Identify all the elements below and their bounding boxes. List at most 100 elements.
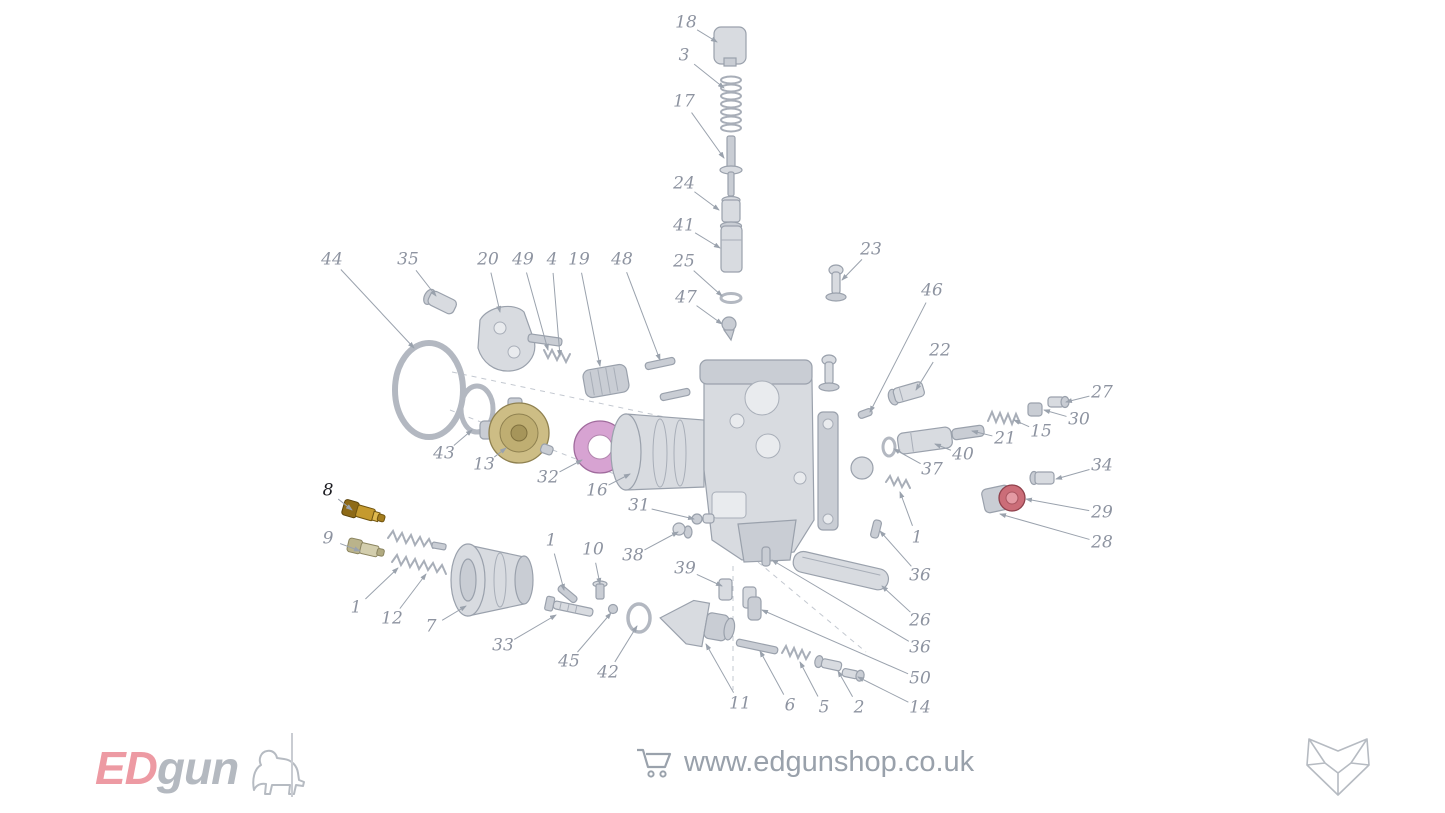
part-ball <box>850 456 874 480</box>
part-lever-26 <box>792 550 890 591</box>
part-washer-37 <box>881 436 897 458</box>
callout-1[interactable]: 1 <box>546 531 557 551</box>
callout-11[interactable]: 11 <box>729 694 751 714</box>
part-cylinder-50 <box>747 596 762 621</box>
part-oring-43 <box>458 383 496 435</box>
callout-29[interactable]: 29 <box>1090 503 1113 523</box>
callout-leader-17 <box>691 112 725 159</box>
callout-leader-40 <box>934 443 952 451</box>
logo-text-ed: ED <box>95 742 158 794</box>
callout-12[interactable]: 12 <box>381 609 403 629</box>
callout-23[interactable]: 23 <box>859 240 882 260</box>
part-spring-12 <box>387 528 434 549</box>
callout-22[interactable]: 22 <box>928 341 951 361</box>
callout-leader-38 <box>644 531 679 551</box>
callout-40[interactable]: 40 <box>951 445 974 465</box>
callout-44[interactable]: 44 <box>320 250 343 270</box>
callout-50[interactable]: 50 <box>909 669 931 689</box>
part-spring-3 <box>720 75 742 133</box>
callout-38[interactable]: 38 <box>622 546 644 566</box>
callout-leader-15 <box>1013 419 1030 428</box>
cart-icon <box>637 748 672 778</box>
callout-33[interactable]: 33 <box>492 636 514 656</box>
part-valve-body-41 <box>719 221 743 273</box>
callout-25[interactable]: 25 <box>672 252 695 272</box>
callout-leader-12 <box>399 573 427 609</box>
callout-31[interactable]: 31 <box>628 496 650 516</box>
callout-47[interactable]: 47 <box>674 288 697 308</box>
callout-9[interactable]: 9 <box>323 529 334 549</box>
callout-leader-6 <box>759 650 785 695</box>
part-cylinder-39a <box>718 578 733 601</box>
callout-37[interactable]: 37 <box>921 460 943 480</box>
callout-13[interactable]: 13 <box>473 455 495 475</box>
callout-2[interactable]: 2 <box>853 698 865 718</box>
callout-46[interactable]: 46 <box>920 281 943 301</box>
callout-16[interactable]: 16 <box>586 481 608 501</box>
part-poppet-47 <box>721 316 737 342</box>
callout-34[interactable]: 34 <box>1091 456 1113 476</box>
callout-6[interactable]: 6 <box>785 696 796 716</box>
callout-48[interactable]: 48 <box>610 250 633 270</box>
callout-15[interactable]: 15 <box>1030 422 1052 442</box>
part-screw-2 <box>814 655 843 672</box>
part-screw-33 <box>544 595 594 617</box>
callout-leader-30 <box>1043 409 1067 417</box>
callout-leader-11 <box>705 643 735 693</box>
callout-1[interactable]: 1 <box>912 528 923 548</box>
callout-leader-32 <box>559 459 583 473</box>
part-pin-23b <box>818 354 840 392</box>
part-pin-23 <box>825 264 847 302</box>
callout-3[interactable]: 3 <box>679 46 690 66</box>
callout-21[interactable]: 21 <box>993 429 1016 449</box>
fox-logo <box>1303 735 1373 804</box>
callout-14[interactable]: 14 <box>909 698 931 718</box>
callout-35[interactable]: 35 <box>397 250 419 270</box>
callout-leader-16 <box>608 473 631 486</box>
part-fitting-34 <box>1029 470 1055 486</box>
callout-49[interactable]: 49 <box>511 250 534 270</box>
callout-36[interactable]: 36 <box>909 566 931 586</box>
callout-17[interactable]: 17 <box>673 92 695 112</box>
callout-42[interactable]: 42 <box>596 663 619 683</box>
part-spring-49-4 <box>543 347 571 365</box>
callout-leader-47 <box>696 305 723 325</box>
callout-30[interactable]: 30 <box>1068 410 1090 430</box>
callout-19[interactable]: 19 <box>568 250 590 270</box>
part-grub-screw-46 <box>857 408 873 419</box>
callout-26[interactable]: 26 <box>908 611 931 631</box>
callout-18[interactable]: 18 <box>675 13 697 33</box>
callout-leader-3 <box>693 63 725 89</box>
callout-36[interactable]: 36 <box>909 638 931 658</box>
callout-5[interactable]: 5 <box>819 698 830 718</box>
callout-10[interactable]: 10 <box>582 540 604 560</box>
callout-4[interactable]: 4 <box>546 250 558 270</box>
part-spring-15 <box>987 409 1021 427</box>
callout-43[interactable]: 43 <box>432 444 455 464</box>
callout-leader-31 <box>651 508 695 521</box>
part-spring-1r <box>885 473 911 490</box>
callout-leader-20 <box>490 272 502 313</box>
callout-28[interactable]: 28 <box>1090 533 1113 553</box>
callout-leader-50 <box>761 609 909 675</box>
callout-7[interactable]: 7 <box>426 617 437 637</box>
callout-24[interactable]: 24 <box>672 174 695 194</box>
callout-leader-14 <box>857 676 909 703</box>
callout-27[interactable]: 27 <box>1090 383 1113 403</box>
callout-45[interactable]: 45 <box>557 652 580 672</box>
callout-leader-25 <box>693 270 723 297</box>
callout-1[interactable]: 1 <box>351 598 362 618</box>
callout-20[interactable]: 20 <box>476 250 499 270</box>
callout-8[interactable]: 8 <box>323 481 334 501</box>
callout-leader-33 <box>513 614 557 640</box>
callout-32[interactable]: 32 <box>537 468 559 488</box>
callout-leader-28 <box>999 513 1090 540</box>
part-receiver-block <box>699 359 839 563</box>
website-link[interactable]: www.edgunshop.co.uk <box>636 746 974 779</box>
callout-41[interactable]: 41 <box>672 216 695 236</box>
part-cone-11 <box>659 599 736 648</box>
callout-39[interactable]: 39 <box>674 559 696 579</box>
callout-leader-9 <box>339 543 361 552</box>
